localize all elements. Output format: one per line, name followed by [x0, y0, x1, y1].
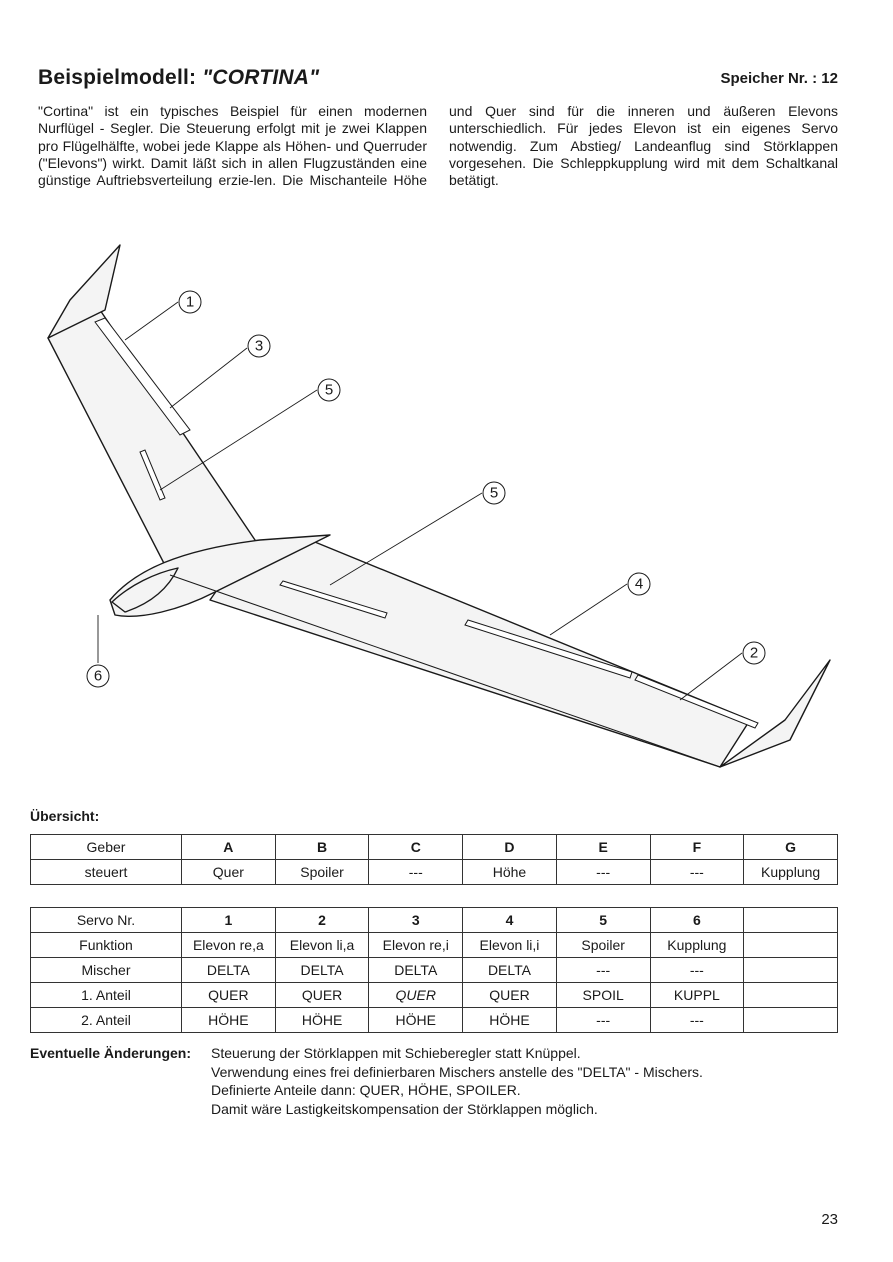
table-cell: Elevon re,a: [181, 932, 276, 958]
table-cell: QUER: [368, 982, 464, 1008]
changes-line: Verwendung eines frei definierbaren Misc…: [211, 1063, 703, 1080]
table-cell: DELTA: [274, 957, 370, 983]
table-row: Servo Nr. 1 2 3 4 5 6: [30, 907, 838, 933]
table-cell: Quer: [181, 859, 276, 885]
table-cell: Spoiler: [274, 859, 370, 885]
table-cell: ---: [649, 1007, 745, 1033]
servo-assignment-table: Servo Nr. 1 2 3 4 5 6 Funktion Elevon re…: [30, 907, 838, 1033]
table-cell: KUPPL: [649, 982, 745, 1008]
table-cell: DELTA: [368, 957, 464, 983]
table-cell: DELTA: [181, 957, 276, 983]
left-wing: [47, 309, 276, 576]
table-cell: ---: [555, 1007, 651, 1033]
table-cell: F: [649, 834, 745, 860]
callout-1: 1: [186, 294, 194, 311]
page-number: 23: [821, 1211, 838, 1228]
table-cell: [743, 982, 838, 1008]
table-row: Funktion Elevon re,a Elevon li,a Elevon …: [30, 932, 838, 958]
table-cell: ---: [555, 957, 651, 983]
table-cell: G: [743, 834, 838, 860]
callout-5-right: 5: [490, 485, 498, 502]
table-cell: ---: [555, 859, 651, 885]
right-wing: [209, 539, 751, 768]
table-cell: Kupplung: [649, 932, 745, 958]
table-cell: Höhe: [462, 859, 557, 885]
table-cell: Spoiler: [555, 932, 651, 958]
table-cell: Elevon li,i: [462, 932, 557, 958]
table-cell: Kupplung: [743, 859, 838, 885]
table-cell: 2: [274, 907, 370, 933]
table-cell: HÖHE: [462, 1007, 557, 1033]
callout-4: 4: [635, 576, 643, 593]
table-cell: Mischer: [30, 957, 182, 983]
table-cell: 2. Anteil: [30, 1007, 182, 1033]
table-cell: QUER: [274, 982, 370, 1008]
changes-line: Steuerung der Störklappen mit Schiebereg…: [211, 1045, 581, 1061]
memory-number: Speicher Nr. : 12: [720, 70, 838, 87]
table-cell: [743, 932, 838, 958]
table-cell: ---: [649, 859, 745, 885]
table-cell: DELTA: [462, 957, 557, 983]
left-winglet: [47, 244, 121, 339]
table-cell: Elevon re,i: [368, 932, 464, 958]
table-cell: D: [462, 834, 557, 860]
callout-5-left: 5: [325, 382, 333, 399]
table-cell: HÖHE: [181, 1007, 276, 1033]
table-cell: [743, 957, 838, 983]
table-cell: Servo Nr.: [30, 907, 182, 933]
table-cell: ---: [368, 859, 464, 885]
overview-heading: Übersicht:: [30, 808, 100, 824]
table-cell: QUER: [181, 982, 276, 1008]
table-cell: 1: [181, 907, 276, 933]
table-cell: 5: [555, 907, 651, 933]
callout-6: 6: [94, 668, 102, 685]
model-name: "CORTINA": [202, 66, 320, 89]
fuselage: [109, 534, 331, 617]
page-title: Beispielmodell: "CORTINA": [38, 66, 319, 90]
callout-3: 3: [255, 338, 263, 355]
changes-line: Damit wäre Lastigkeitskompensation der S…: [211, 1100, 598, 1117]
canopy: [111, 567, 179, 613]
table-cell: QUER: [462, 982, 557, 1008]
callout-2: 2: [750, 645, 758, 662]
table-row: 1. Anteil QUER QUER QUER QUER SPOIL KUPP…: [30, 982, 838, 1008]
table-row: 2. Anteil HÖHE HÖHE HÖHE HÖHE --- ---: [30, 1007, 838, 1033]
table-cell: SPOIL: [555, 982, 651, 1008]
table-row: Geber A B C D E F G: [30, 834, 838, 860]
table-cell: steuert: [30, 859, 182, 885]
table-cell: Funktion: [30, 932, 182, 958]
table-row: steuert Quer Spoiler --- Höhe --- --- Ku…: [30, 859, 838, 885]
table-cell: Geber: [30, 834, 182, 860]
table-cell: 6: [649, 907, 745, 933]
table-cell: E: [555, 834, 651, 860]
table-cell: A: [181, 834, 276, 860]
table-cell: 3: [368, 907, 464, 933]
changes-section: Eventuelle Änderungen: Steuerung der Stö…: [30, 1044, 840, 1118]
intro-paragraph: "Cortina" ist ein typisches Beispiel für…: [38, 103, 838, 189]
table-cell: ---: [649, 957, 745, 983]
transmitter-assignment-table: Geber A B C D E F G steuert Quer Spoiler…: [30, 834, 838, 885]
table-cell: [743, 1007, 838, 1033]
changes-label: Eventuelle Änderungen:: [30, 1045, 192, 1061]
table-cell: HÖHE: [368, 1007, 464, 1033]
table-row: Mischer DELTA DELTA DELTA DELTA --- ---: [30, 957, 838, 983]
glider-illustration: 1 3 5 5 4 2 6: [47, 244, 831, 768]
table-cell: 1. Anteil: [30, 982, 182, 1008]
table-cell: 4: [462, 907, 557, 933]
table-cell: C: [368, 834, 464, 860]
table-cell: Elevon li,a: [274, 932, 370, 958]
table-cell: [743, 907, 838, 933]
table-cell: B: [274, 834, 370, 860]
changes-line: Definierte Anteile dann: QUER, HÖHE, SPO…: [211, 1082, 521, 1098]
table-cell: HÖHE: [274, 1007, 370, 1033]
right-winglet: [719, 659, 831, 768]
title-prefix: Beispielmodell:: [38, 66, 203, 89]
